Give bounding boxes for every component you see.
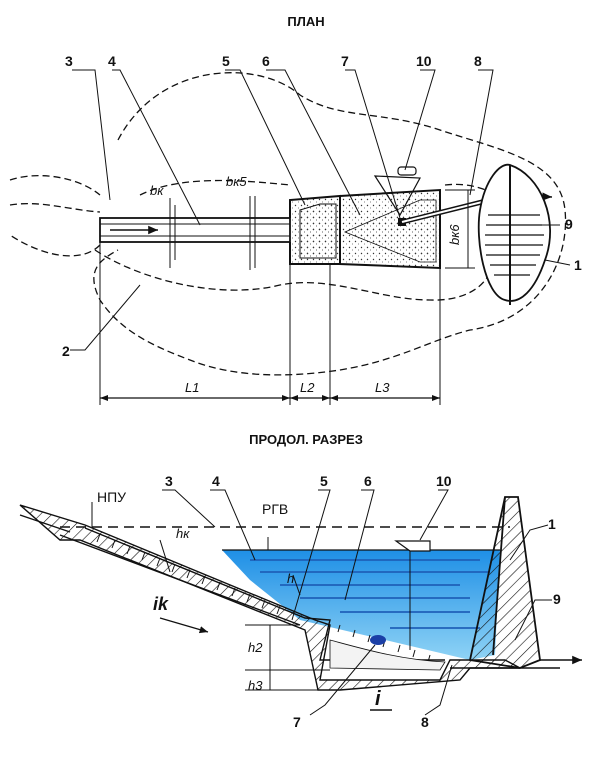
plan-title: ПЛАН	[287, 14, 325, 29]
plan-callout-6: 6	[262, 53, 270, 69]
section-dim-ik: ik	[153, 594, 169, 614]
marker-10-plan	[373, 175, 421, 217]
section-dim-h2: h2	[248, 640, 263, 655]
plan-dim-bk6: bк6	[447, 224, 462, 245]
section-dim-hk: hк	[176, 526, 190, 541]
section-callout-5: 5	[320, 473, 328, 489]
plan-callout-7: 7	[341, 53, 349, 69]
sediment-layer	[329, 639, 446, 671]
section-dim-h3: h3	[248, 678, 263, 693]
plan-callout-3: 3	[65, 53, 73, 69]
section-callout-6: 6	[364, 473, 372, 489]
section-callout-3: 3	[165, 473, 173, 489]
rgv-label: РГВ	[262, 501, 288, 517]
plan-callout-8: 8	[474, 53, 482, 69]
reservoir-inner-contour	[9, 174, 101, 257]
river-bank-upper	[9, 202, 101, 213]
plan-callout-2: 2	[62, 343, 70, 359]
plan-dim-L3: L3	[375, 380, 390, 395]
dam-1-plan	[477, 163, 551, 302]
plan-callout-5: 5	[222, 53, 230, 69]
section-dim-h: h	[287, 571, 294, 586]
reservoir-water	[222, 550, 500, 660]
reservoir-outer-contour	[93, 72, 567, 376]
npu-label: НПУ	[97, 489, 126, 505]
section-callout-10: 10	[436, 473, 452, 489]
plan-callout-9: 9	[565, 216, 573, 232]
section-callout-4: 4	[212, 473, 220, 489]
section-dim-i: i	[375, 688, 381, 710]
gate-7-section	[370, 635, 386, 645]
section-title: ПРОДОЛ. РАЗРЕЗ	[249, 432, 363, 447]
plan-dim-bk5: bк5	[226, 174, 247, 189]
section-callout-9: 9	[553, 591, 561, 607]
plan-callout-1: 1	[574, 257, 582, 273]
ik-arrow	[159, 617, 209, 634]
plan-view: 3 4 5 6 7 10 8 9 1 2 bк bк5 bк6 L1 L2 L3	[9, 53, 582, 405]
plan-dim-L1: L1	[185, 380, 199, 395]
marker-10-section	[394, 540, 431, 552]
plan-callout-4: 4	[108, 53, 116, 69]
section-callout-1: 1	[548, 516, 556, 532]
plan-dim-bk: bк	[150, 183, 164, 198]
plan-dim-L2: L2	[300, 380, 315, 395]
section-callout-7: 7	[293, 714, 301, 730]
river-bank-lower	[94, 249, 494, 301]
section-callout-8: 8	[421, 714, 429, 730]
plan-callout-10: 10	[416, 53, 432, 69]
section-view: НПУ РГВ 3 4 5 6 10 1 9 7 8 hк h h2 h3 ik…	[19, 473, 582, 730]
